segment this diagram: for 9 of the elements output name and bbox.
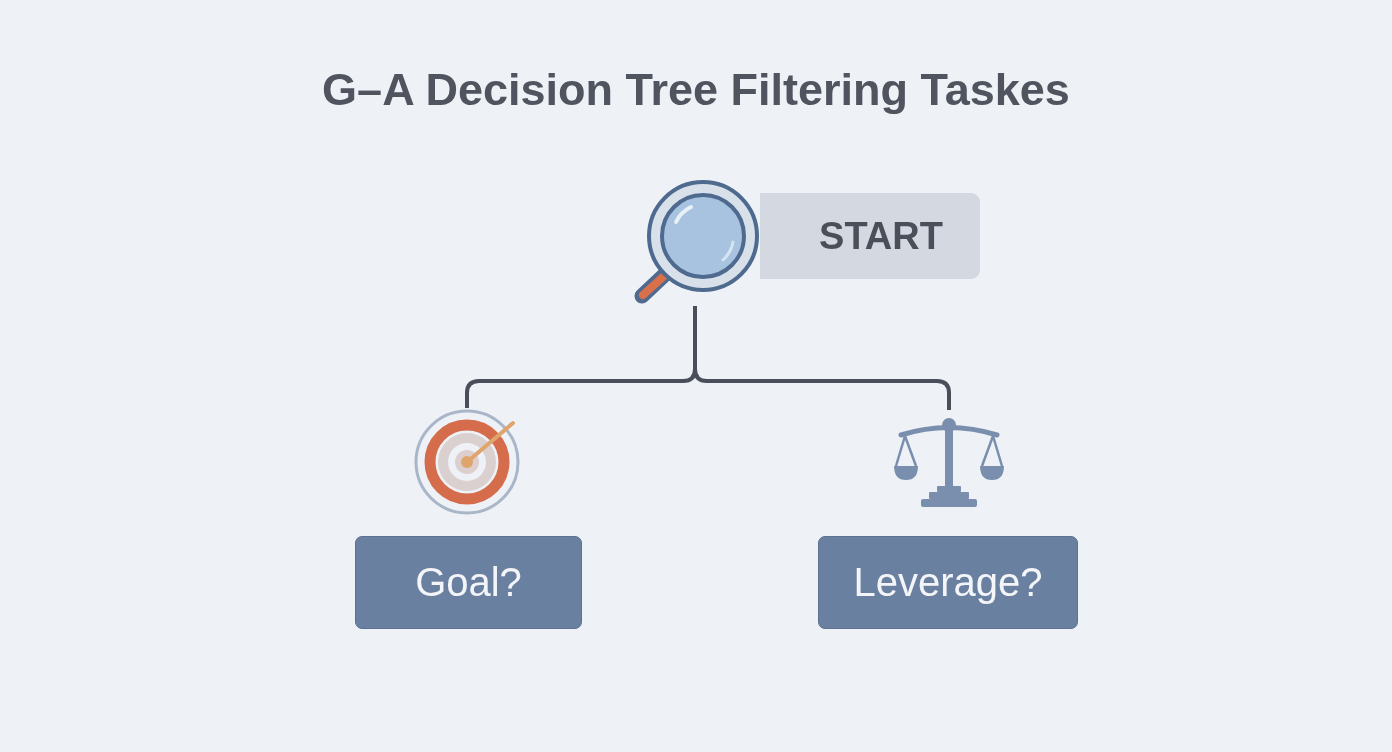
question-label: Leverage? <box>853 560 1043 605</box>
question-label: Goal? <box>415 560 522 605</box>
start-box <box>760 193 980 279</box>
question-box <box>355 536 582 629</box>
connector-line <box>693 306 951 410</box>
target-icon <box>413 408 521 516</box>
question-box <box>818 536 1078 629</box>
diagram-title: G–A Decision Tree Filtering Taskes <box>322 64 1070 115</box>
start-label: START <box>819 214 943 258</box>
